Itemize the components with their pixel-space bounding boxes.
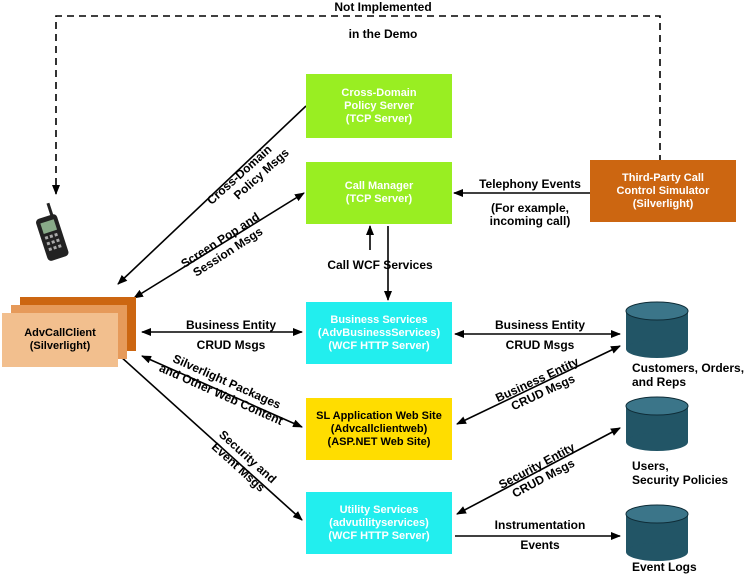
customers-db-line1: Customers, Orders,: [632, 361, 745, 375]
utility-services-line1: Utility Services: [339, 503, 419, 516]
sl-app-site-line3: (ASP.NET Web Site): [327, 435, 431, 448]
client-line2: (Silverlight): [29, 340, 91, 352]
third-party-simulator-box: Third-Party Call Control Simulator (Silv…: [590, 160, 736, 222]
utility-services-line2: (advutilityservices): [329, 516, 429, 529]
utility-services-box: Utility Services (advutilityservices) (W…: [306, 492, 452, 554]
not-implemented-label: Not Implemented: [334, 0, 432, 14]
client-sl-site-arrow: [141, 355, 303, 428]
sl-app-site-line1: SL Application Web Site: [316, 409, 442, 422]
customers-db-line2: and Reps: [632, 375, 687, 389]
utility-services-line3: (WCF HTTP Server): [328, 529, 430, 542]
users-db-label: Users, Security Policies: [632, 459, 750, 487]
business-entity-left-line1: Business Entity: [185, 318, 277, 332]
call-manager-line1: Call Manager: [344, 180, 414, 192]
client-box-front: [2, 313, 118, 367]
telephony-events-label: Telephony Events: [479, 177, 581, 191]
business-services-line3: (WCF HTTP Server): [328, 339, 430, 352]
third-party-line1: Third-Party Call: [622, 171, 704, 184]
client-line1: AdvCallClient: [24, 327, 96, 339]
users-database-icon: [625, 396, 689, 451]
call-manager-line2: (TCP Server): [345, 193, 413, 205]
client-box: AdvCallClient (Silverlight): [2, 313, 118, 367]
sl-site-customers-arrow: [456, 345, 621, 425]
business-entity-right-line2: CRUD Msgs: [505, 338, 575, 352]
call-wcf-services-label: Call WCF Services: [327, 258, 433, 272]
business-services-line2: (AdvBusinessServices): [317, 326, 441, 339]
business-services-box: Business Services (AdvBusinessServices) …: [306, 302, 452, 364]
sl-app-site-box: SL Application Web Site (Advcallclientwe…: [306, 398, 452, 460]
sl-app-site-line2: (Advcallclientweb): [330, 422, 428, 435]
instrumentation-events-label: Events: [520, 538, 560, 552]
users-db-line2: Security Policies: [632, 473, 729, 487]
event-logs-db-label: Event Logs: [632, 560, 697, 574]
policy-server-box: Cross-Domain Policy Server (TCP Server): [306, 74, 452, 138]
cell-phone-icon: [36, 202, 69, 261]
telephony-example-line1: (For example,: [490, 201, 570, 215]
in-the-demo-label: in the Demo: [348, 27, 418, 41]
client-call-manager-arrow: [133, 192, 305, 299]
telephony-example-line2: incoming call): [489, 214, 571, 228]
not-implemented-dashed-connector: [52, 15, 661, 195]
policy-server-line2: Policy Server: [344, 99, 414, 112]
users-db-line1: Users,: [632, 459, 669, 473]
business-services-line1: Business Services: [330, 313, 428, 326]
customers-database-icon: [625, 301, 689, 358]
call-manager-box: Call Manager (TCP Server): [306, 162, 452, 224]
utility-users-arrow: [456, 427, 621, 515]
event-logs-database-icon: [625, 504, 689, 561]
instrumentation-label: Instrumentation: [494, 518, 586, 532]
third-party-line3: (Silverlight): [632, 197, 694, 210]
business-entity-right-line1: Business Entity: [494, 318, 586, 332]
business-entity-left-line2: CRUD Msgs: [196, 338, 266, 352]
policy-server-line1: Cross-Domain: [341, 86, 417, 99]
third-party-line2: Control Simulator: [616, 184, 710, 197]
customers-db-label: Customers, Orders, and Reps: [632, 361, 750, 389]
policy-server-line3: (TCP Server): [345, 112, 413, 125]
client-to-utility-arrow: [119, 355, 303, 521]
